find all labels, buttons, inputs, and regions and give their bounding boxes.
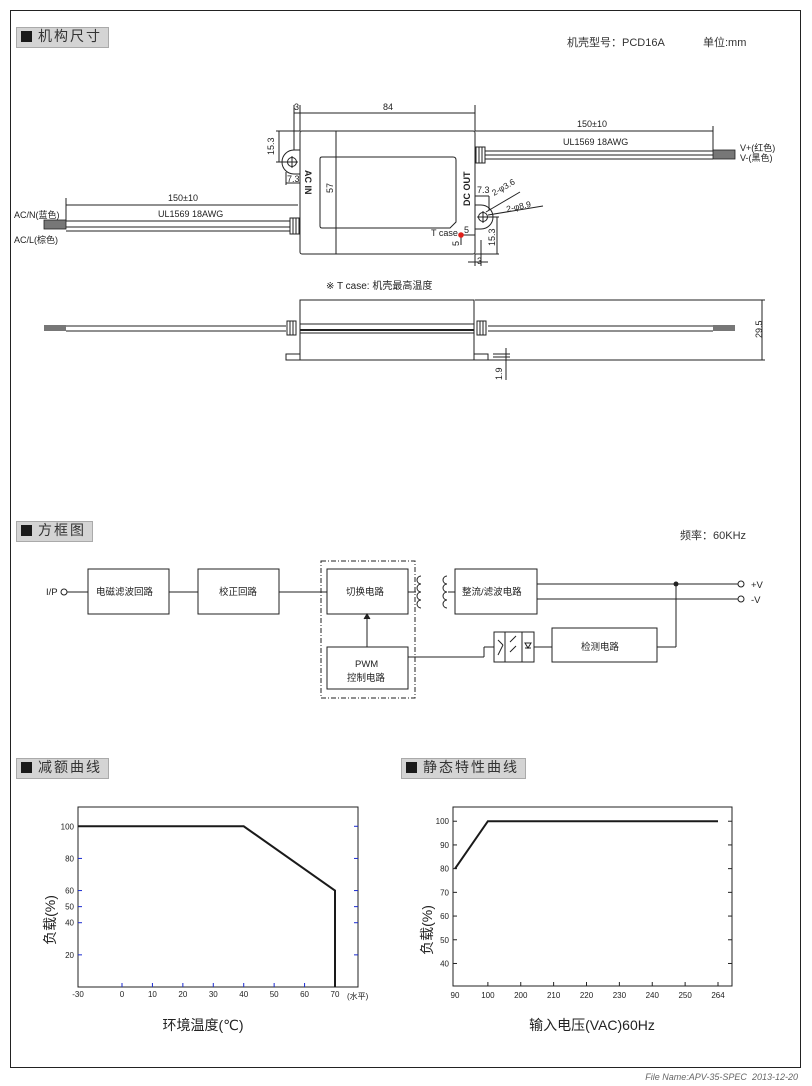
mechanical-drawing: 3 84 15.3 7.3 57 7.3 2-φ3.6 2-φ8.9 5 5 1… bbox=[14, 102, 775, 380]
case-label: 机壳型号： bbox=[567, 37, 622, 49]
cable-left-spec: UL1569 18AWG bbox=[158, 209, 223, 219]
dim-foot: 1.9 bbox=[494, 367, 504, 380]
dim-right-hole-edge: 7.3 bbox=[477, 185, 490, 195]
dc-out-label: DC OUT bbox=[462, 171, 472, 206]
bullet-square-icon bbox=[21, 31, 32, 42]
case-model-value: PCD16A bbox=[622, 37, 665, 49]
dim-left-hole-offset: 15.3 bbox=[266, 137, 276, 155]
ac-in-label: AC IN bbox=[303, 170, 313, 195]
dim-tcase-x: 5 bbox=[464, 225, 469, 235]
wire-v-pos: V+(红色) bbox=[740, 142, 775, 153]
section-title-text: 静态特性曲线 bbox=[423, 760, 519, 776]
cable-right-spec: UL1569 18AWG bbox=[563, 137, 628, 147]
section-title-text: 减额曲线 bbox=[38, 760, 102, 776]
section-title-mechanical: 机构尺寸 bbox=[16, 27, 109, 48]
cable-right-length: 150±10 bbox=[577, 119, 607, 129]
dim-right-hole-offset: 15.3 bbox=[487, 228, 497, 246]
tcase-note: ※ T case: 机壳最高温度 bbox=[326, 279, 432, 292]
section-title-text: 方框图 bbox=[38, 523, 86, 539]
cable-left-length: 150±10 bbox=[168, 193, 198, 203]
wire-v-neg: V-(黑色) bbox=[740, 152, 773, 163]
case-model: 机壳型号：PCD16A bbox=[567, 34, 665, 50]
dim-tcase-y: 5 bbox=[451, 241, 461, 246]
wire-end-ac bbox=[43, 219, 67, 230]
dim-width: 57 bbox=[325, 183, 335, 193]
footer: File Name:APV-35-SPEC 2013-12-20 bbox=[645, 1072, 798, 1082]
unit-label: 单位:mm bbox=[703, 37, 747, 49]
page-frame bbox=[10, 10, 801, 1068]
section-title-block-diagram: 方框图 bbox=[16, 521, 93, 542]
footer-date: 2013-12-20 bbox=[751, 1072, 798, 1082]
dim-top-tab: 3 bbox=[294, 102, 299, 112]
dim-length: 84 bbox=[383, 102, 393, 112]
section-title-text: 机构尺寸 bbox=[38, 29, 102, 45]
dim-hole-large: 2-φ8.9 bbox=[505, 199, 532, 214]
section-title-static: 静态特性曲线 bbox=[401, 758, 526, 779]
frequency-label: 频率：60KHz bbox=[680, 530, 747, 542]
case-top-view bbox=[299, 130, 476, 255]
wire-ac-n: AC/N(蓝色) bbox=[14, 209, 60, 220]
mount-ear-left bbox=[281, 149, 300, 175]
case-side-view bbox=[66, 299, 765, 380]
dim-height: 29.5 bbox=[754, 320, 764, 338]
wire-ac-l: AC/L(棕色) bbox=[14, 234, 58, 245]
dim-hole-small: 2-φ3.6 bbox=[490, 176, 517, 197]
bullet-square-icon bbox=[21, 762, 32, 773]
bullet-square-icon bbox=[21, 525, 32, 536]
wire-end-dc bbox=[712, 149, 736, 160]
section-title-derating: 减额曲线 bbox=[16, 758, 109, 779]
footer-file: File Name:APV-35-SPEC bbox=[645, 1072, 747, 1082]
dim-left-hole-edge: 7.3 bbox=[287, 174, 300, 184]
label-area bbox=[319, 156, 457, 229]
bullet-square-icon bbox=[406, 762, 417, 773]
tcase-label: T case bbox=[431, 228, 458, 238]
dim-bottom-tab: 3 bbox=[477, 256, 482, 266]
tcase-point bbox=[458, 232, 464, 238]
